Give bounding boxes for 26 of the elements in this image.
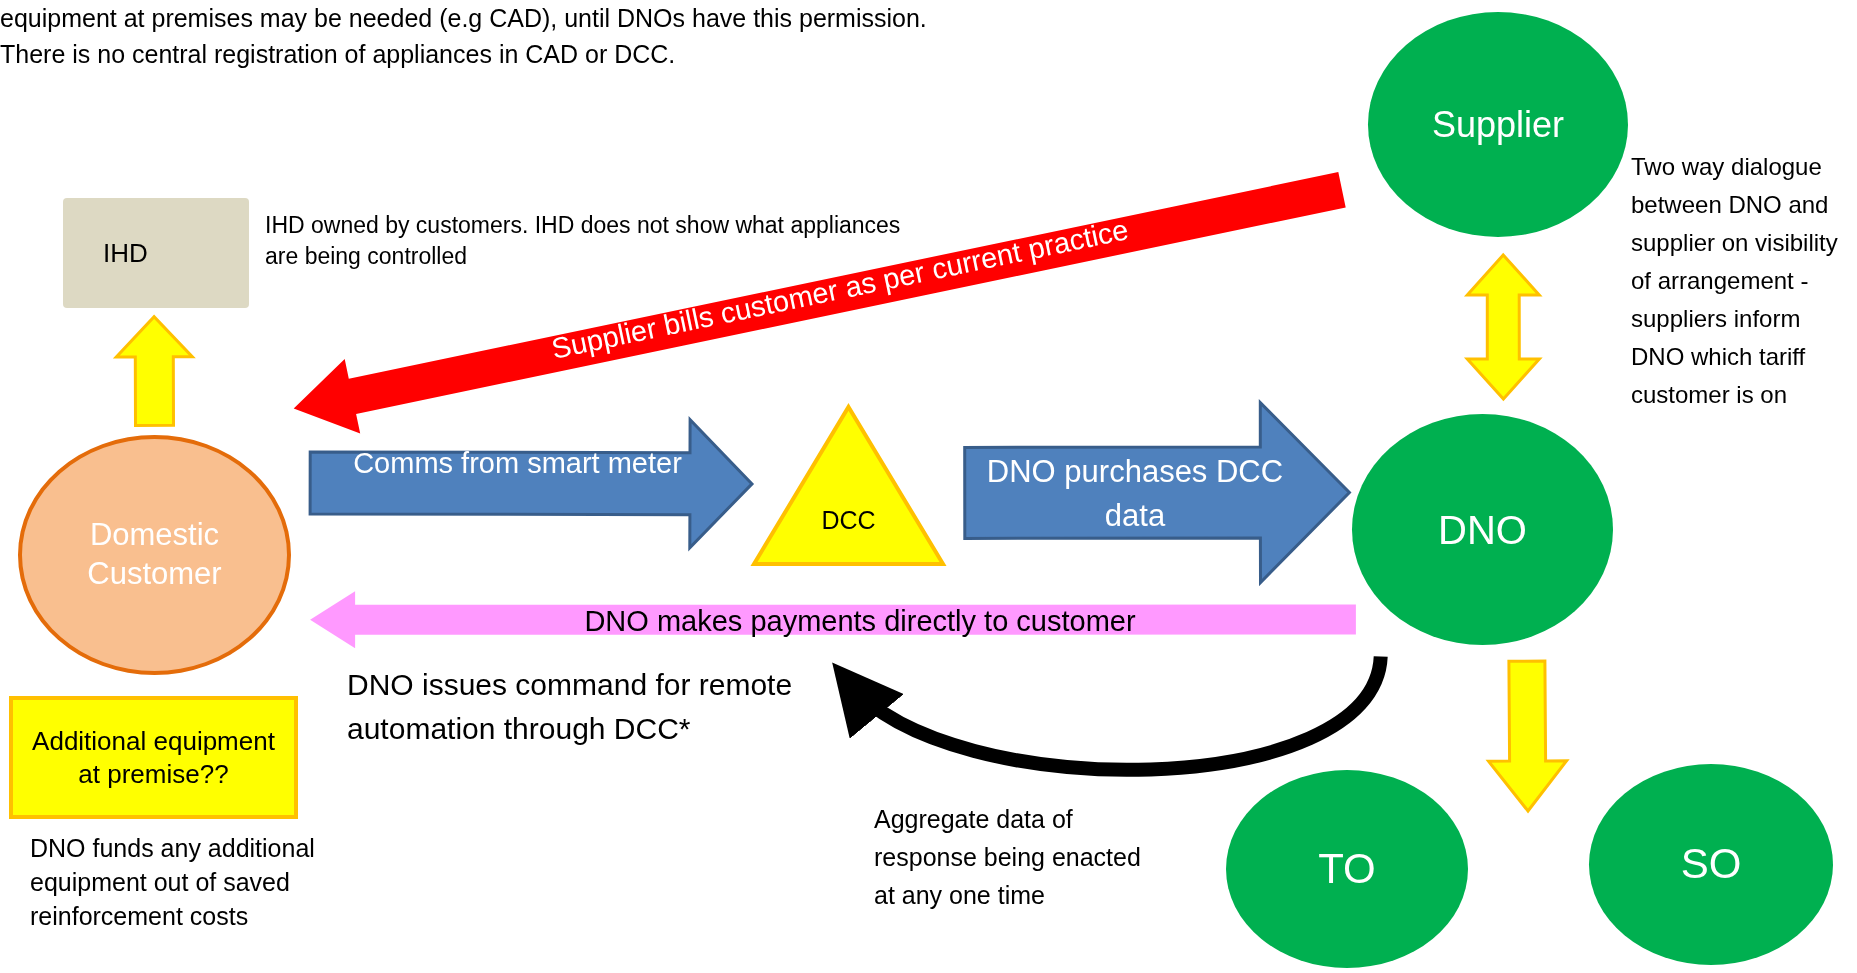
block-arrow	[310, 591, 1356, 649]
node-label: Supplier	[1431, 103, 1565, 147]
block-arrow	[1463, 252, 1543, 402]
node-label: DNO	[1438, 506, 1527, 554]
note-text: equipment at premises may be needed (e.g CAD), until DNOs have this permission. There is no central registration of appliances in CAD or DCC.	[0, 3, 928, 70]
node-label: Additional equipment at premise??	[31, 725, 276, 790]
block-arrow	[1485, 659, 1570, 814]
process-box	[9, 696, 298, 819]
curved-arrow	[829, 654, 1388, 777]
note-text: Two way dialogue between DNO and supplier on visibility of arrangement - suppliers inform DNO which tariff customer is on	[1631, 152, 1839, 410]
node-label: TO	[1318, 843, 1376, 894]
edge-label: DNO purchases DCC data	[985, 453, 1285, 535]
edge-label: Comms from smart meter	[352, 446, 683, 481]
edge-label: DNO issues command for remote automation through DCC*	[347, 667, 794, 747]
node-label: Domestic Customer	[86, 516, 223, 593]
note-text: DNO funds any additional equipment out of saved reinforcement costs	[30, 833, 316, 932]
block-arrow	[308, 416, 755, 552]
node-label: SO	[1680, 839, 1742, 890]
note-text: Aggregate data of response being enacted at any one time	[874, 804, 1142, 911]
block-arrow	[112, 314, 196, 427]
node-label: IHD	[103, 236, 148, 270]
process-box	[63, 198, 249, 308]
block-arrow	[293, 172, 1346, 434]
block-arrow	[963, 398, 1352, 587]
note-text: IHD owned by customers. IHD does not show what appliances are being controlled	[265, 211, 901, 270]
edge-label: DNO makes payments directly to customer	[583, 604, 1137, 639]
